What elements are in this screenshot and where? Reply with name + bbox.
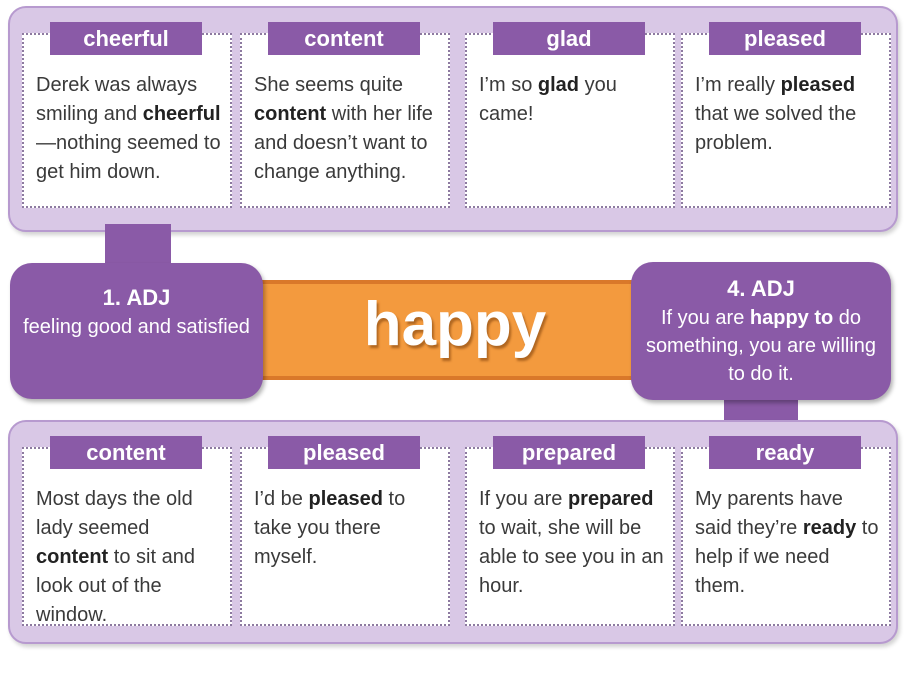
synonym-card-glad: glad I’m so glad you came!: [465, 22, 675, 208]
example-sentence: She seems quite content with her life an…: [254, 74, 433, 183]
sense-number: 1. ADJ: [102, 285, 171, 310]
synonym-card-prepared: prepared If you are prepared to wait, sh…: [465, 436, 675, 626]
synonym-label: prepared: [493, 436, 645, 469]
example-sentence: If you are prepared to wait, she will be…: [479, 488, 664, 597]
example-sentence: My parents have said they’re ready to he…: [695, 488, 879, 597]
example-sentence: I’m really pleased that we solved the pr…: [695, 74, 857, 154]
synonym-card-pleased: pleased I’d be pleased to take you there…: [240, 436, 450, 626]
example-sentence: Most days the old lady seemed content to…: [36, 488, 195, 626]
synonym-card-pleased: pleased I’m really pleased that we solve…: [681, 22, 891, 208]
example-sentence: I’m so glad you came!: [479, 74, 617, 125]
bottom-synonym-panel: content Most days the old lady seemed co…: [8, 420, 898, 644]
sense-number: 4. ADJ: [727, 276, 795, 301]
synonym-label: content: [268, 22, 420, 55]
sense-definition: feeling good and satisfied: [23, 316, 250, 338]
synonym-label: content: [50, 436, 202, 469]
top-synonym-panel: cheerful Derek was always smiling and ch…: [8, 6, 898, 232]
synonym-label: glad: [493, 22, 645, 55]
synonym-label: pleased: [268, 436, 420, 469]
example-sentence: I’d be pleased to take you there myself.: [254, 488, 406, 568]
sense-box-4: 4. ADJ If you are happy to do something,…: [631, 262, 891, 400]
sense-definition: If you are happy to do something, you ar…: [645, 307, 877, 385]
synonym-card-cheerful: cheerful Derek was always smiling and ch…: [22, 22, 232, 208]
left-connector: [105, 224, 171, 266]
headword: happy: [363, 290, 547, 359]
synonym-card-ready: ready My parents have said they’re ready…: [681, 436, 891, 626]
sense-box-1: 1. ADJ feeling good and satisfied: [10, 263, 263, 399]
synonym-label: ready: [709, 436, 861, 469]
synonym-label: pleased: [709, 22, 861, 55]
synonym-label: cheerful: [50, 22, 202, 55]
headword-bar: [240, 280, 670, 380]
synonym-card-content: content She seems quite content with her…: [240, 22, 450, 208]
example-sentence: Derek was always smiling and cheerful—no…: [36, 74, 221, 183]
synonym-card-content: content Most days the old lady seemed co…: [22, 436, 232, 626]
